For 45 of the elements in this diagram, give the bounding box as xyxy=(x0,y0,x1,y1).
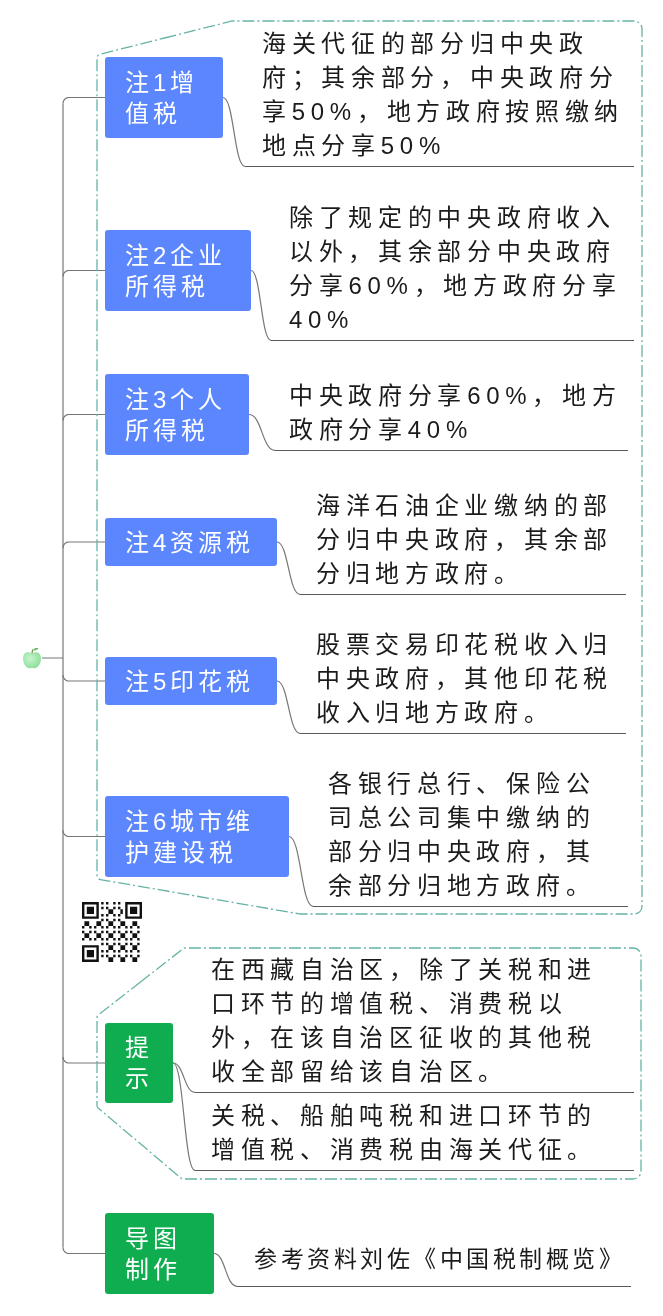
topic-box xyxy=(105,57,223,138)
apple-icon xyxy=(22,647,42,669)
topic-box xyxy=(105,657,277,705)
topic-label: 注2企业所得税 xyxy=(125,240,228,302)
connector-curve xyxy=(276,541,301,595)
note-text: 关税、船舶吨税和进口环节的增值税、消费税由海关代征。 xyxy=(211,1101,599,1165)
branch-line xyxy=(62,269,106,278)
connector-curve xyxy=(276,680,301,734)
note-text: 股票交易印花税收入归中央政府，其他印花税收入归地方政府。 xyxy=(316,630,614,728)
connector-curve xyxy=(250,269,272,341)
topic-box xyxy=(105,518,277,566)
topic-label: 注6城市维护建设税 xyxy=(125,806,256,868)
note-text: 在西藏自治区，除了关税和进口环节的增值税、消费税以外，在该自治区征收的其他税收全部留给该自治区。 xyxy=(211,955,599,1087)
note-text: 海洋石油企业缴纳的部分归中央政府，其余部分归地方政府。 xyxy=(316,491,614,589)
note-text: 各银行总行、保险公司总公司集中缴纳的部分归中央政府，其余部分归地方政府。 xyxy=(328,769,597,901)
note-text: 中央政府分享60%，地方政府分享40% xyxy=(289,381,623,445)
topic-box xyxy=(105,1213,214,1294)
topic-label: 注3个人所得税 xyxy=(125,384,228,446)
branch-line xyxy=(62,829,106,838)
note-text: 除了规定的中央政府收入以外，其余部分中央政府分享60%，地方政府分享40% xyxy=(289,203,623,335)
topic-box xyxy=(105,374,249,455)
topic-label: 提示 xyxy=(125,1033,154,1094)
topic-box xyxy=(105,230,251,311)
connector-curve xyxy=(213,1252,238,1287)
branch-line xyxy=(62,1246,106,1255)
connector-curve xyxy=(172,1062,196,1093)
connector-curve xyxy=(288,835,314,907)
topic-label: 导图制作 xyxy=(125,1223,182,1285)
branch-line xyxy=(62,413,106,422)
connector-curve xyxy=(248,413,276,451)
topic-box xyxy=(105,796,289,877)
trunk-line xyxy=(41,102,64,1249)
topic-box xyxy=(105,1023,173,1103)
topic-label: 注1增值税 xyxy=(125,67,200,129)
branch-line xyxy=(62,674,106,682)
note-text: 参考资料刘佐《中国税制概览》 xyxy=(254,1245,626,1274)
branch-line xyxy=(62,1056,106,1064)
branch-line xyxy=(62,96,106,105)
connector-curve xyxy=(222,96,246,167)
branch-line xyxy=(62,541,106,549)
topic-label: 注5印花税 xyxy=(125,666,255,697)
dashed-boundary xyxy=(97,21,642,914)
note-text: 海关代征的部分归中央政府；其余部分，中央政府分享50%，地方政府按照缴纳地点分享50% xyxy=(262,29,626,161)
dashed-boundary xyxy=(97,948,641,1179)
topic-label: 注4资源税 xyxy=(125,527,255,558)
